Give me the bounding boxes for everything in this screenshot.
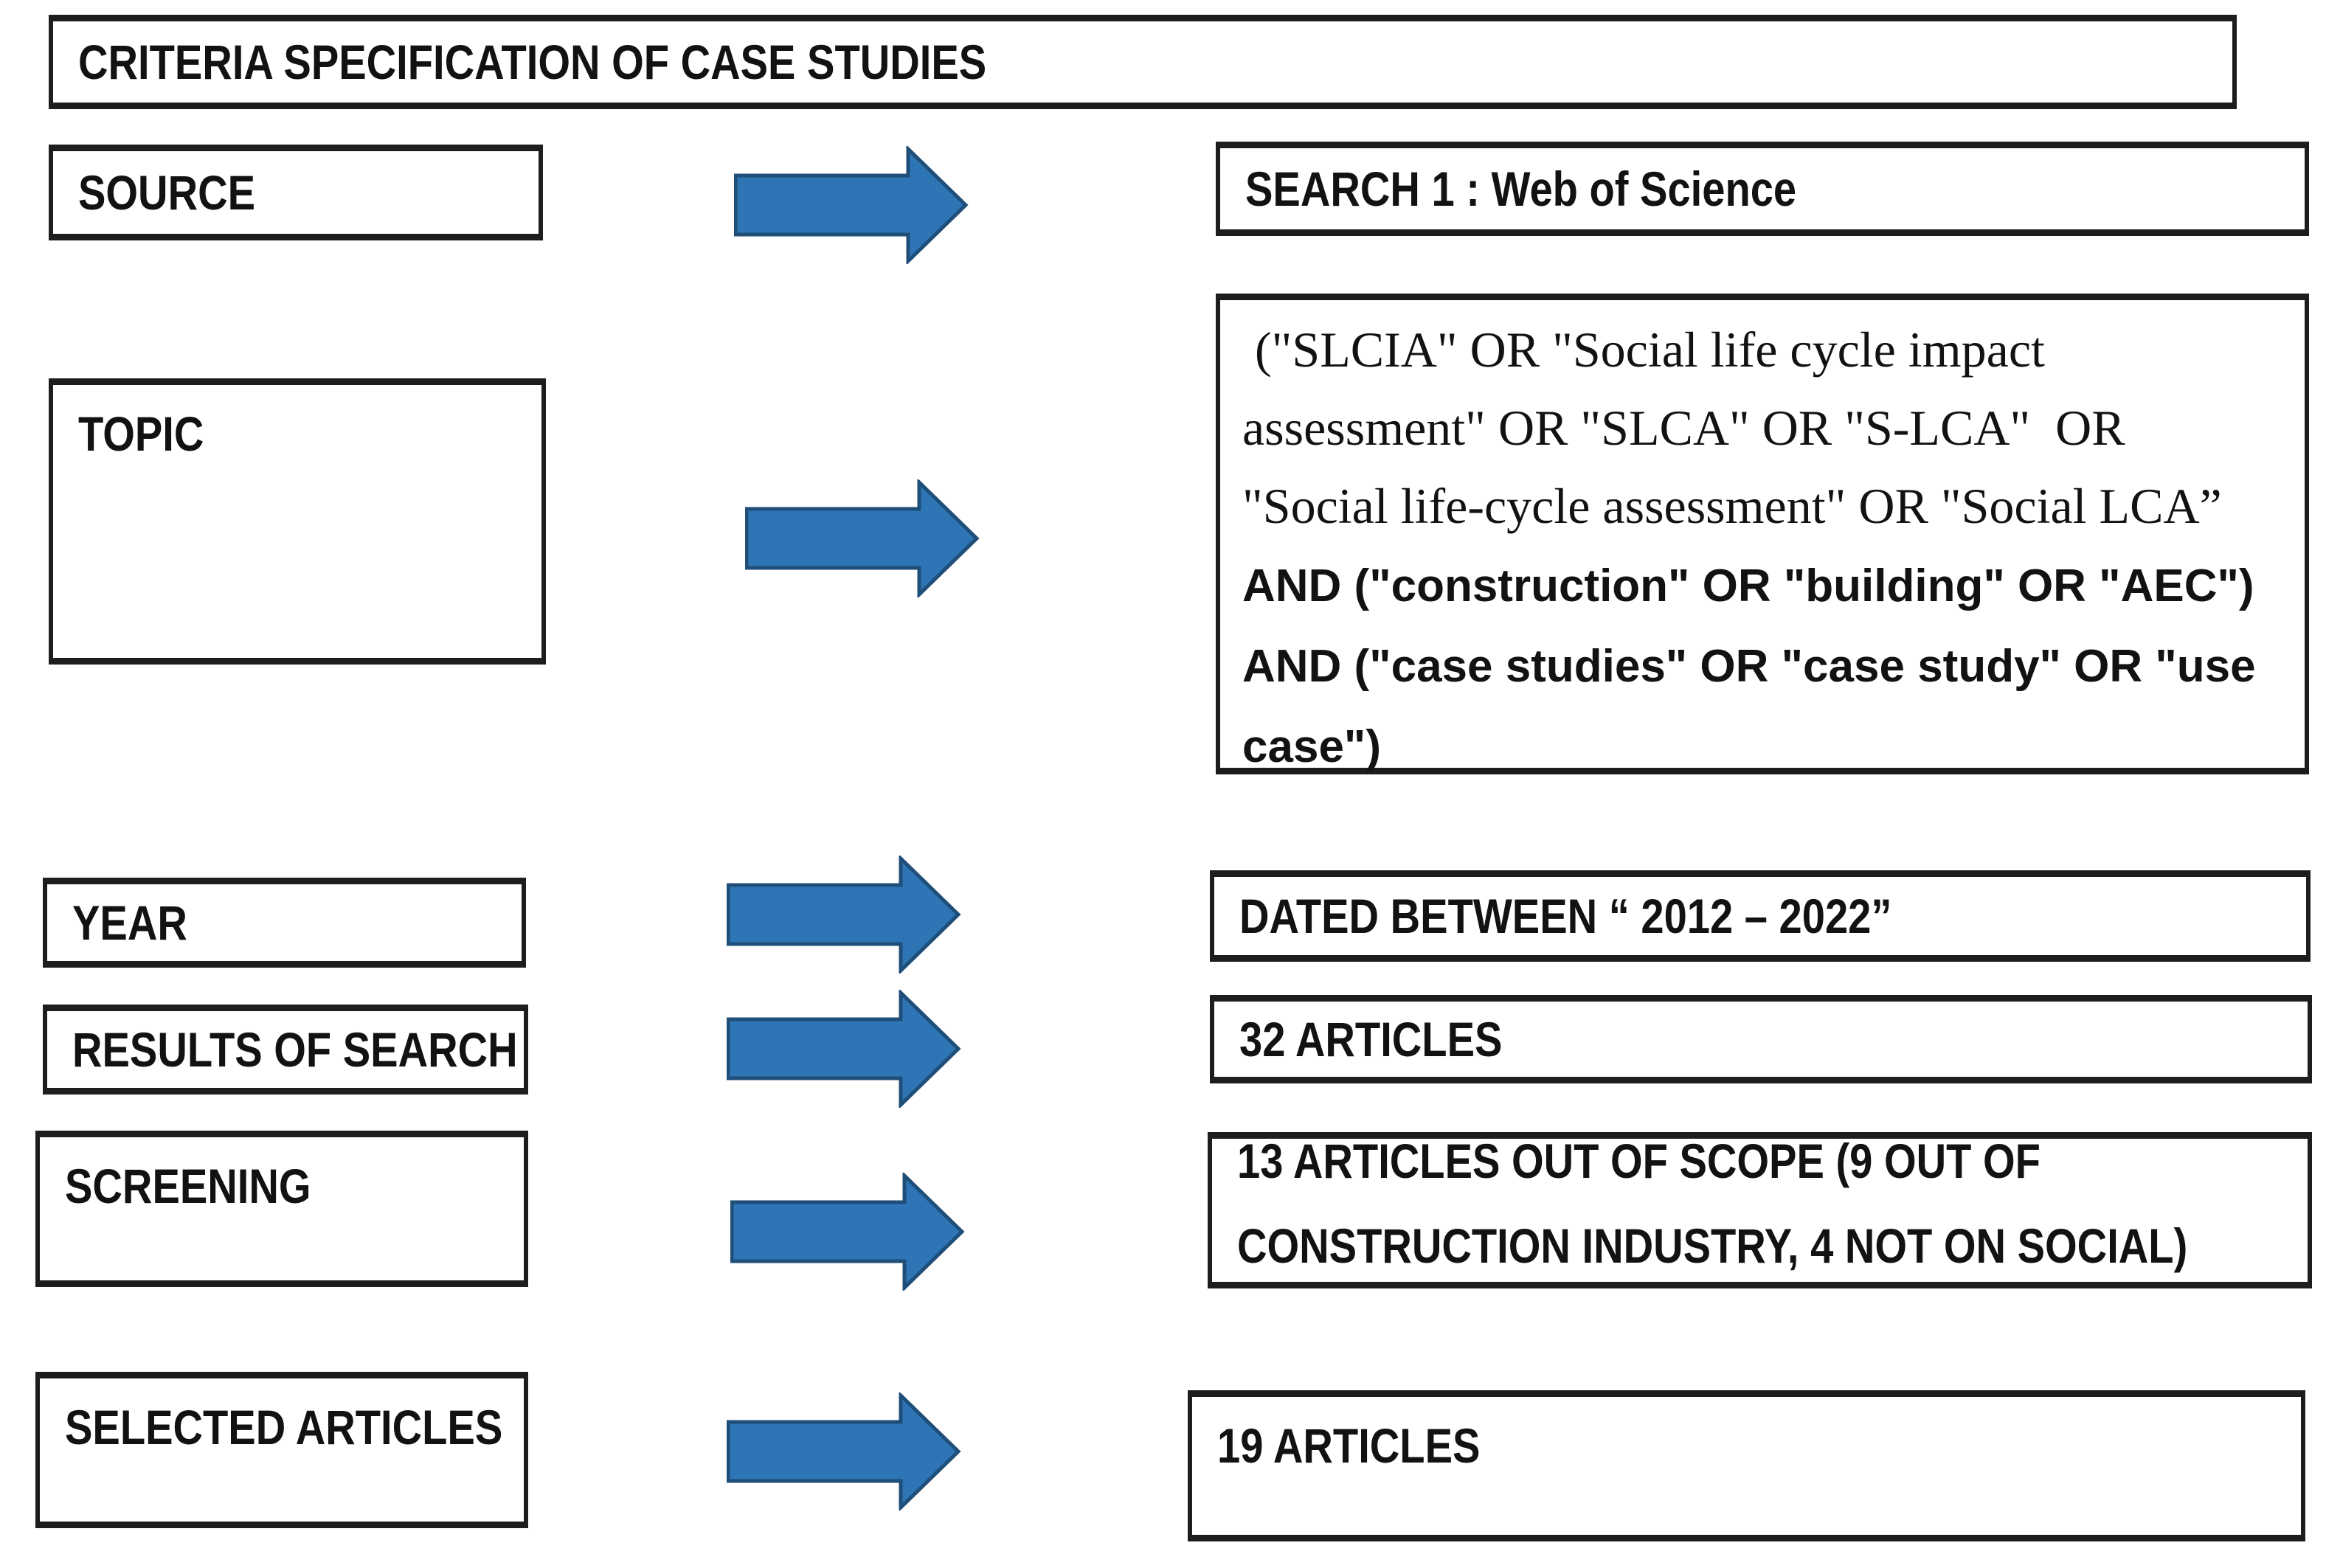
topic-query-serif-text: ("SLCIA" OR "Social life cycle impact as… <box>1242 322 2235 534</box>
search-results-text: 32 ARTICLES <box>1239 1012 1503 1066</box>
right-arrow-icon <box>727 990 961 1108</box>
right-arrow-icon <box>734 146 969 264</box>
right-arrow-shape <box>734 146 969 264</box>
right-arrow-icon <box>745 479 980 597</box>
right-arrow-icon <box>727 856 961 974</box>
year-label-box: YEAR <box>43 878 526 968</box>
year-range-box: DATED BETWEEN “ 2012 – 2022” <box>1210 870 2311 962</box>
right-arrow-shape <box>727 1392 961 1510</box>
selected-articles-result-text: 19 ARTICLES <box>1217 1418 1481 1473</box>
screening-result-line2: CONSTRUCTION INDUSTRY, 4 NOT ON SOCIAL) <box>1237 1218 2188 1273</box>
selected-articles-label-box: SELECTED ARTICLES <box>35 1372 528 1528</box>
screening-label-box: SCREENING <box>35 1131 528 1287</box>
topic-label-box: TOPIC <box>49 378 546 665</box>
topic-query-sans-text: AND ("construction" OR "building" OR "AE… <box>1242 561 2268 772</box>
selected-articles-result-box: 19 ARTICLES <box>1188 1390 2305 1541</box>
search-source-box: SEARCH 1 : Web of Science <box>1216 142 2309 236</box>
results-of-search-label-box: RESULTS OF SEARCH <box>43 1005 528 1095</box>
screening-result-line1: 13 ARTICLES OUT OF SCOPE (9 OUT OF <box>1237 1134 2041 1188</box>
search-source-text: SEARCH 1 : Web of Science <box>1245 162 1797 216</box>
diagram-title: CRITERIA SPECIFICATION OF CASE STUDIES <box>78 35 987 89</box>
source-label: SOURCE <box>78 165 256 220</box>
diagram-title-box: CRITERIA SPECIFICATION OF CASE STUDIES <box>49 15 2237 109</box>
selected-articles-label: SELECTED ARTICLES <box>65 1400 503 1454</box>
search-results-box: 32 ARTICLES <box>1210 995 2312 1083</box>
screening-result-box: 13 ARTICLES OUT OF SCOPE (9 OUT OF CONST… <box>1208 1132 2312 1288</box>
topic-label: TOPIC <box>78 406 204 461</box>
source-label-box: SOURCE <box>49 145 543 240</box>
right-arrow-shape <box>727 856 961 974</box>
right-arrow-shape <box>727 990 961 1108</box>
year-label: YEAR <box>72 895 187 950</box>
topic-query-box: ("SLCIA" OR "Social life cycle impact as… <box>1216 294 2309 774</box>
year-range-text: DATED BETWEEN “ 2012 – 2022” <box>1239 889 1892 943</box>
right-arrow-icon <box>727 1392 961 1510</box>
screening-label: SCREENING <box>65 1159 311 1213</box>
results-of-search-label: RESULTS OF SEARCH <box>72 1022 518 1077</box>
right-arrow-shape <box>745 479 980 597</box>
right-arrow-icon <box>730 1173 965 1291</box>
right-arrow-shape <box>730 1173 965 1291</box>
